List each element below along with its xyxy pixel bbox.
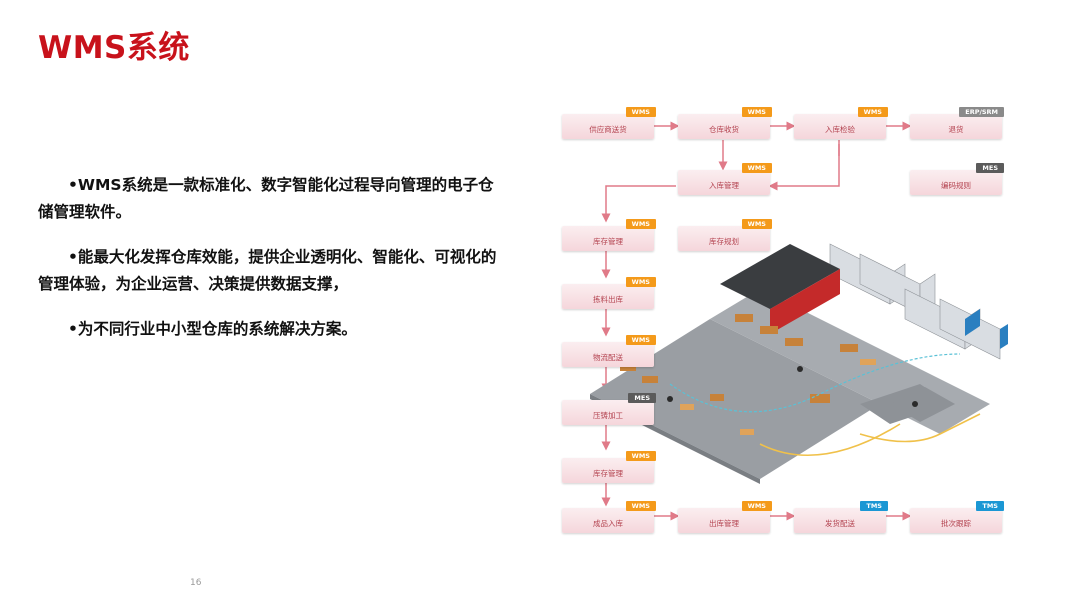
flow-step-label: 供应商送货 (562, 124, 654, 135)
flow-step-label: 发货配送 (794, 518, 886, 529)
flow-step-label: 编码规则 (910, 180, 1002, 191)
flow-step-label: 物流配送 (562, 352, 654, 363)
flow-step-label: 出库管理 (678, 518, 770, 529)
system-tag: WMS (742, 163, 772, 173)
bullet-3: •为不同行业中小型仓库的系统解决方案。 (38, 316, 508, 343)
flow-step-label: 库存管理 (562, 468, 654, 479)
flow-step-label: 退货 (910, 124, 1002, 135)
system-tag: WMS (858, 107, 888, 117)
page-title: WMS系统 (38, 22, 190, 67)
flow-step-label: 库存管理 (562, 236, 654, 247)
bullet-2: •能最大化发挥仓库效能，提供企业透明化、智能化、可视化的管理体验，为企业运营、决… (38, 244, 508, 298)
flow-step-label: 批次跟踪 (910, 518, 1002, 529)
system-tag: WMS (742, 501, 772, 511)
flow-step-label: 压铸加工 (562, 410, 654, 421)
flow-step-label: 仓库收货 (678, 124, 770, 135)
flow-step-label: 入库管理 (678, 180, 770, 191)
system-tag: WMS (626, 451, 656, 461)
system-tag: MES (976, 163, 1004, 173)
system-tag: WMS (626, 501, 656, 511)
bullet-list: •WMS系统是一款标准化、数字智能化过程导向管理的电子仓储管理软件。 •能最大化… (38, 172, 508, 361)
page-number: 16 (190, 578, 201, 588)
flow-step-label: 成品入库 (562, 518, 654, 529)
flow-step-label: 库存规划 (678, 236, 770, 247)
bullet-1: •WMS系统是一款标准化、数字智能化过程导向管理的电子仓储管理软件。 (38, 172, 508, 226)
system-tag: WMS (626, 219, 656, 229)
system-tag: WMS (742, 219, 772, 229)
system-tag: WMS (626, 277, 656, 287)
system-tag: TMS (976, 501, 1004, 511)
system-tag: ERP/SRM (959, 107, 1004, 117)
system-tag: WMS (626, 335, 656, 345)
system-tag: TMS (860, 501, 888, 511)
system-tag: WMS (626, 107, 656, 117)
system-tag: MES (628, 393, 656, 403)
system-tag: WMS (742, 107, 772, 117)
flow-step-label: 入库检验 (794, 124, 886, 135)
flow-step-label: 拣料出库 (562, 294, 654, 305)
